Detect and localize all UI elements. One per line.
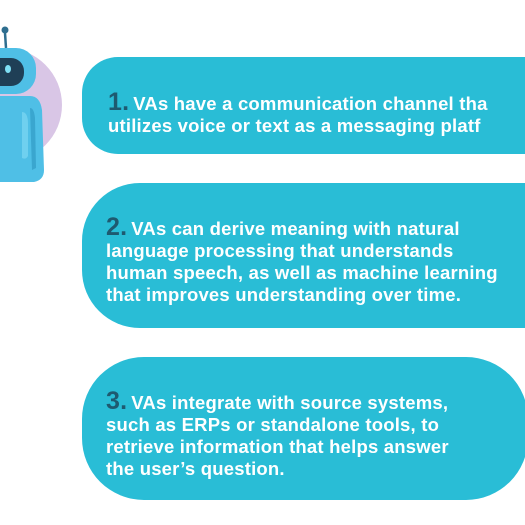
card-text: VAs can derive meaning with natural (131, 218, 460, 239)
card-line: language processing that understands (106, 240, 454, 261)
card-line: 3.VAs integrate with source systems, (106, 387, 525, 415)
robot-arm (22, 112, 28, 159)
card-line: 1.VAs have a communication channel tha (108, 88, 525, 116)
card-line: the user’s question. (106, 458, 285, 479)
info-card-2: 2.VAs can derive meaning with natural la… (82, 183, 525, 328)
card-line: that improves understanding over time. (106, 284, 462, 305)
card-number: 1. (108, 88, 130, 116)
robot-eye (5, 65, 11, 73)
robot-antenna-tip (1, 26, 9, 34)
robot-face (0, 58, 24, 86)
info-card-3: 3.VAs integrate with source systems, suc… (82, 357, 525, 500)
robot-antenna (3, 32, 8, 49)
info-card-1: 1.VAs have a communication channel tha u… (82, 57, 525, 154)
card-line: utilizes voice or text as a messaging pl… (108, 115, 481, 136)
card-number: 3. (106, 387, 128, 415)
card-line: 2.VAs can derive meaning with natural (106, 213, 525, 241)
card-text: VAs integrate with source systems, (131, 392, 449, 413)
card-line: such as ERPs or standalone tools, to (106, 414, 440, 435)
card-text: VAs have a communication channel tha (133, 93, 488, 114)
card-line: retrieve information that helps answer (106, 436, 449, 457)
card-line: human speech, as well as machine learnin… (106, 262, 498, 283)
card-number: 2. (106, 213, 128, 241)
robot-illustration (0, 0, 80, 200)
robot-body-shade (30, 108, 36, 170)
robot-icon (0, 26, 62, 182)
